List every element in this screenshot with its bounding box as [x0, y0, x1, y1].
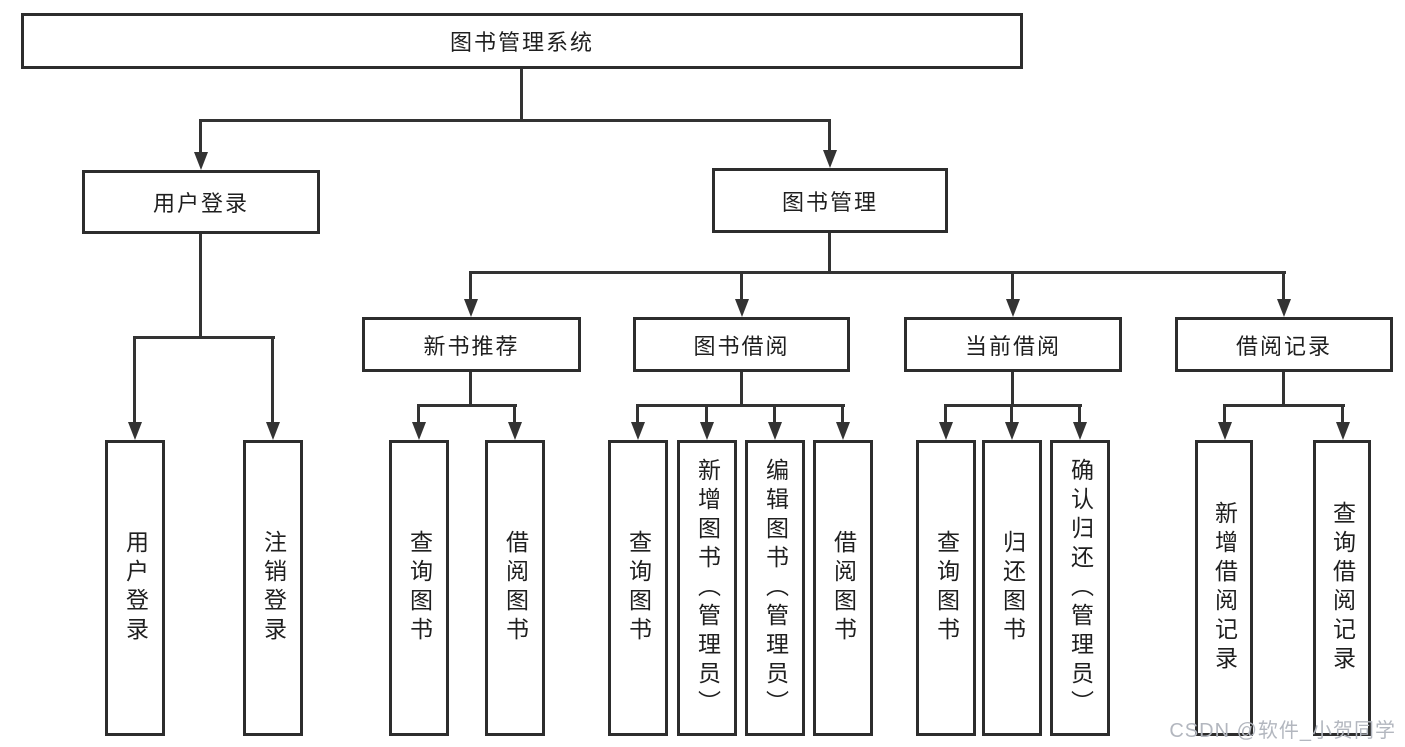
edge-recommend-stem — [469, 372, 472, 407]
edge-to-records — [1282, 271, 1285, 301]
node-new-book-recommend: 新书推荐 — [362, 317, 581, 372]
leaf-return-books: 归还图书 — [982, 440, 1042, 736]
watermark: CSDN @软件_小贺同学 — [1169, 720, 1396, 742]
edge-to-current — [1011, 271, 1014, 301]
arrow-down-icon — [128, 422, 142, 440]
arrow-down-icon — [1073, 422, 1087, 440]
edge-userlogin-stem — [199, 234, 202, 339]
arrow-down-icon — [735, 299, 749, 317]
leaf-edit-books-admin: 编辑图书（管理员） — [745, 440, 805, 736]
edge-leaf — [773, 404, 776, 424]
node-book-borrow: 图书借阅 — [633, 317, 850, 372]
leaf-query-books-recommend: 查询图书 — [389, 440, 449, 736]
edge-current-branch — [944, 404, 1082, 407]
edge-to-user-login — [199, 119, 202, 154]
leaf-borrow-books: 借阅图书 — [813, 440, 873, 736]
edge-leaf — [636, 404, 639, 424]
arrow-down-icon — [1006, 299, 1020, 317]
arrow-down-icon — [194, 152, 208, 170]
edge-leaf — [513, 404, 516, 424]
edge-to-book-management — [828, 119, 831, 152]
edge-to-recommend — [469, 271, 472, 301]
leaf-add-books-admin: 新增图书（管理员） — [677, 440, 737, 736]
edge-bookmgmt-stem — [828, 233, 831, 274]
edge-root-branch — [199, 119, 831, 122]
edge-leaf — [944, 404, 947, 424]
edge-leaf — [1223, 404, 1226, 424]
edge-userlogin-branch — [133, 336, 275, 339]
node-user-login: 用户登录 — [82, 170, 320, 234]
edge-leaf — [841, 404, 844, 424]
edge-leaf — [1078, 404, 1081, 424]
edge-to-borrow — [740, 271, 743, 301]
edge-borrow-branch — [636, 404, 845, 407]
node-borrow-records: 借阅记录 — [1175, 317, 1393, 372]
edge-records-stem — [1282, 372, 1285, 407]
arrow-down-icon — [1218, 422, 1232, 440]
leaf-query-books-borrow: 查询图书 — [608, 440, 668, 736]
node-root: 图书管理系统 — [21, 13, 1023, 69]
edge-root-stem — [520, 69, 523, 122]
arrow-down-icon — [631, 422, 645, 440]
edge-to-leaf-logout — [271, 336, 274, 424]
arrow-down-icon — [464, 299, 478, 317]
leaf-logout: 注销登录 — [243, 440, 303, 736]
arrow-down-icon — [1336, 422, 1350, 440]
leaf-add-borrow-record: 新增借阅记录 — [1195, 440, 1253, 736]
edge-borrow-stem — [740, 372, 743, 407]
leaf-borrow-books-recommend: 借阅图书 — [485, 440, 545, 736]
node-book-management: 图书管理 — [712, 168, 948, 233]
edge-recommend-branch — [417, 404, 517, 407]
leaf-query-borrow-record: 查询借阅记录 — [1313, 440, 1371, 736]
edge-current-stem — [1011, 372, 1014, 407]
arrow-down-icon — [836, 422, 850, 440]
arrow-down-icon — [1005, 422, 1019, 440]
edge-to-leaf-user-login — [133, 336, 136, 424]
arrow-down-icon — [412, 422, 426, 440]
leaf-confirm-return-admin: 确认归还（管理员） — [1050, 440, 1110, 736]
node-current-borrow: 当前借阅 — [904, 317, 1122, 372]
arrow-down-icon — [508, 422, 522, 440]
leaf-user-login: 用户登录 — [105, 440, 165, 736]
edge-leaf — [705, 404, 708, 424]
edge-leaf — [1341, 404, 1344, 424]
arrow-down-icon — [768, 422, 782, 440]
edge-leaf — [417, 404, 420, 424]
arrow-down-icon — [1277, 299, 1291, 317]
arrow-down-icon — [266, 422, 280, 440]
arrow-down-icon — [823, 150, 837, 168]
edge-records-branch — [1223, 404, 1345, 407]
edge-leaf — [1010, 404, 1013, 424]
arrow-down-icon — [939, 422, 953, 440]
arrow-down-icon — [700, 422, 714, 440]
leaf-query-books-current: 查询图书 — [916, 440, 976, 736]
edge-bookmgmt-branch — [469, 271, 1286, 274]
